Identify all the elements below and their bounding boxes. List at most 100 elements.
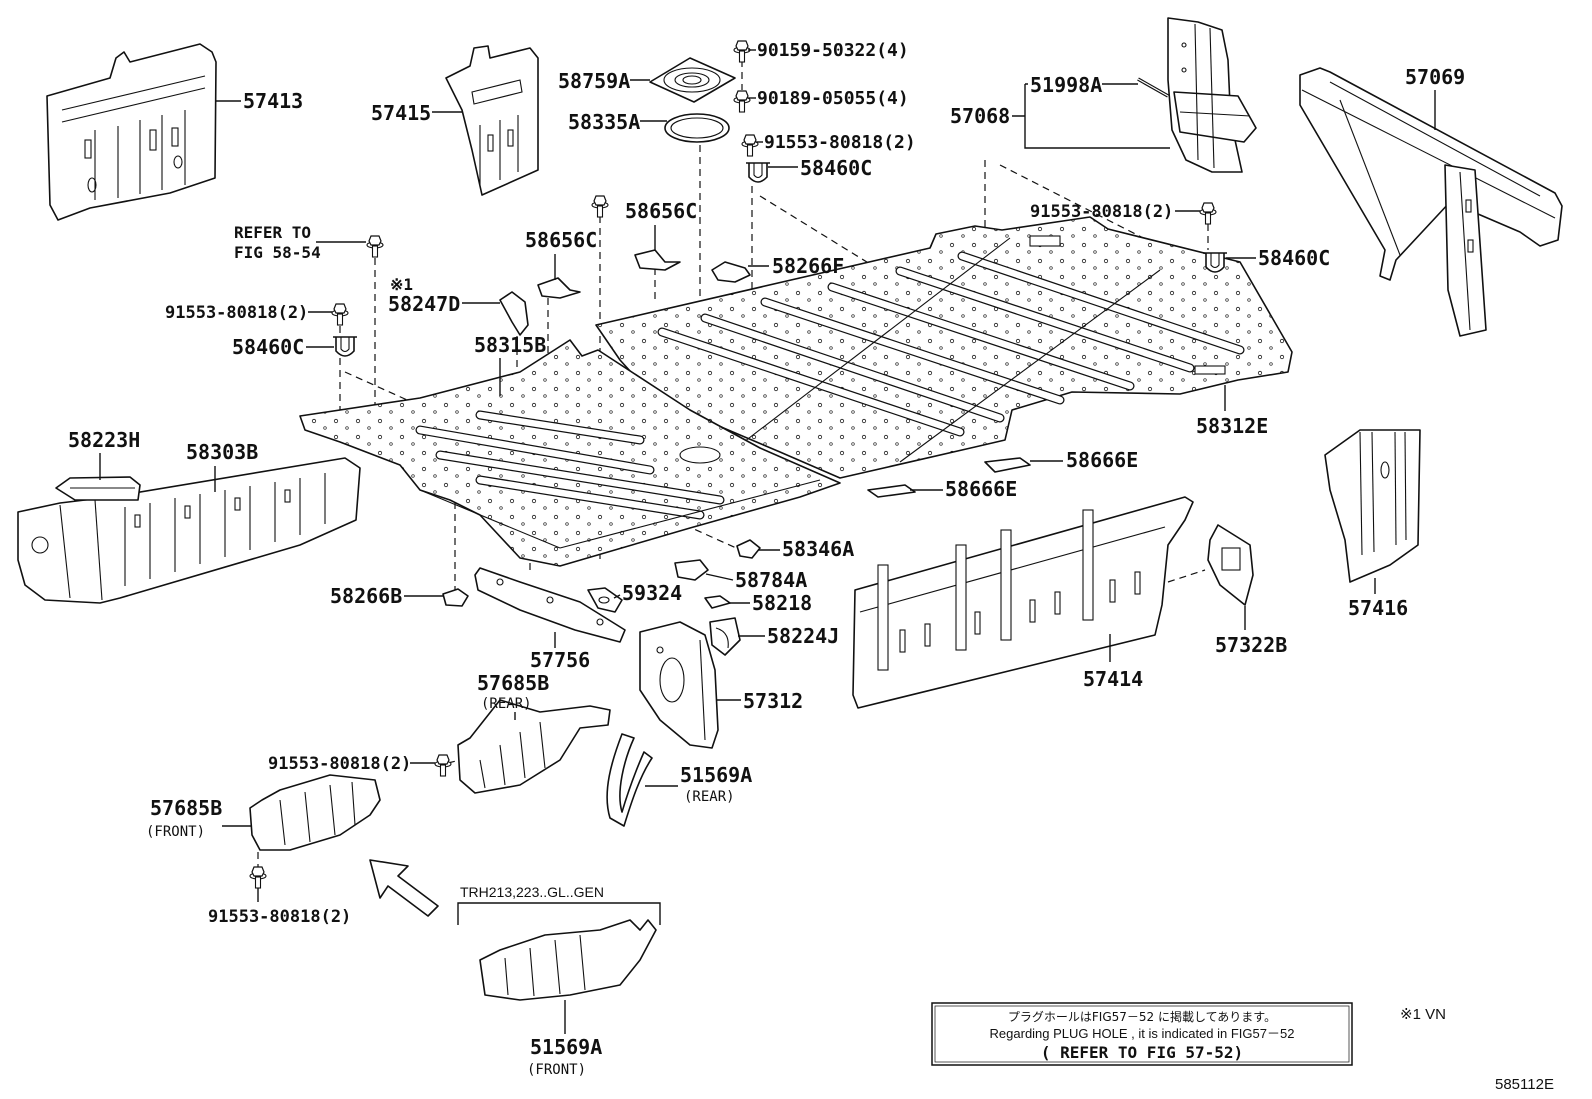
part-58335A-ring [664,113,730,143]
callout-labels: 57413 57415 58759A 58335A 90159-50322(4)… [68,40,1465,1078]
part-57068-pillar [1167,17,1257,173]
callout-57069[interactable]: 57069 [1405,65,1465,89]
callout-58460C-left[interactable]: 58460C [232,335,304,359]
part-58666E-bracket-lower [867,484,916,498]
bolt-icon-91553-rear-cover [434,754,452,777]
callout-57068[interactable]: 57068 [950,104,1010,128]
callout-58666E-lower[interactable]: 58666E [945,477,1017,501]
variant-group-label: TRH213,223..GL..GEN [460,884,604,900]
callout-51569A-rear-qualifier: (REAR) [684,789,735,805]
part-58315B-front-floor [299,339,841,567]
part-57414-panel [852,496,1194,709]
diagram-code: 585112E [1495,1076,1554,1093]
bolt-icon-91553-left [331,303,349,326]
footnote-vn: ※1 VN [1400,1006,1446,1023]
part-58759A-plate [649,57,736,103]
callout-57312[interactable]: 57312 [743,689,803,713]
part-58224J-bracket [709,617,741,656]
callout-57685B-front[interactable]: 57685B [150,796,222,820]
part-58223H-bracket [55,476,141,501]
part-58266B-bracket [442,588,469,607]
callout-90159-50322[interactable]: 90159-50322(4) [757,40,909,61]
callout-91553-80818-left[interactable]: 91553-80818(2) [165,303,308,323]
callout-58346A[interactable]: 58346A [782,537,854,561]
refer-fig-link[interactable]: FIG 58-54 [234,243,321,262]
part-57685B-rear-cover [457,699,611,794]
bolt-icon-90159 [733,40,751,63]
callout-58759A[interactable]: 58759A [558,69,630,93]
part-57416-panel [1324,429,1421,583]
callout-58315B[interactable]: 58315B [474,333,546,357]
callout-57414[interactable]: 57414 [1083,667,1143,691]
callout-51998A[interactable]: 51998A [1030,73,1102,97]
clip-icon-58460C-left [332,336,358,357]
notice-text-en: Regarding PLUG HOLE , it is indicated in… [990,1026,1295,1041]
callout-57756[interactable]: 57756 [530,648,590,672]
part-51998A-rod [1137,77,1169,98]
callout-58656C-upper[interactable]: 58656C [625,199,697,223]
part-58656C-bracket-upper [634,249,681,271]
callout-57685B-rear[interactable]: 57685B [477,671,549,695]
part-58247D-bracket [499,291,529,336]
callout-51569A-rear[interactable]: 51569A [680,763,752,787]
leader-lines [99,49,1436,1034]
callout-51569A-front-qualifier: (FRONT) [527,1062,586,1078]
part-57415-panel [445,45,539,196]
front-direction-arrow-icon [369,859,439,917]
part-58656C-bracket-left [537,277,581,299]
part-58266F-bracket [711,261,751,283]
bolt-icon-91553-top [741,134,759,157]
callout-58666E-upper[interactable]: 58666E [1066,448,1138,472]
notice-box: プラグホールはFIG57－52 に掲載してあります。 Regarding PLU… [931,1002,1353,1066]
callout-58784A[interactable]: 58784A [735,568,807,592]
callout-90189-05055[interactable]: 90189-05055(4) [757,88,909,109]
callout-58335A[interactable]: 58335A [568,110,640,134]
callout-58656C-left[interactable]: 58656C [525,228,597,252]
part-57413-panel [46,43,217,221]
callout-58223H[interactable]: 58223H [68,428,140,452]
callout-51569A-front[interactable]: 51569A [530,1035,602,1059]
callout-58266F[interactable]: 58266F [772,254,844,278]
callout-57685B-front-qualifier: (FRONT) [146,824,205,840]
callout-57416[interactable]: 57416 [1348,596,1408,620]
bolt-icon-91553-front-cover [249,866,267,889]
callout-58460C-top[interactable]: 58460C [800,156,872,180]
bolt-icon-floor [591,195,609,218]
part-57312-housing [639,621,719,749]
callout-57415[interactable]: 57415 [371,101,431,125]
callout-57322B[interactable]: 57322B [1215,633,1287,657]
callout-58218[interactable]: 58218 [752,591,812,615]
callout-58303B[interactable]: 58303B [186,440,258,464]
part-58666E-bracket-upper [984,457,1031,473]
callout-91553-80818-rear-cover[interactable]: 91553-80818(2) [268,754,411,774]
part-58218-piece [704,595,731,609]
part-57756-strip [474,567,626,643]
notice-text-ja: プラグホールはFIG57－52 に掲載してあります。 [1008,1009,1276,1024]
refer-line-1: REFER TO [234,223,311,242]
callout-57685B-rear-qualifier: (REAR) [481,696,532,712]
variant-bracket [457,902,661,925]
callout-58247D[interactable]: 58247D [388,292,460,316]
callout-58460C-right[interactable]: 58460C [1258,246,1330,270]
part-58784A-bracket [674,559,709,581]
part-51569A-front-cover [479,919,657,1001]
callout-91553-80818-top[interactable]: 91553-80818(2) [764,132,916,153]
part-59324-clamp [587,587,623,613]
callout-58312E[interactable]: 58312E [1196,414,1268,438]
part-51569A-rear-strap [606,733,653,827]
callout-91553-80818-right[interactable]: 91553-80818(2) [1030,202,1173,222]
bolt-icon-refer [366,235,384,258]
callout-91553-80818-front-cover[interactable]: 91553-80818(2) [208,907,351,927]
part-58312E-rear-floor [595,216,1293,479]
callout-58266B[interactable]: 58266B [330,584,402,608]
callout-58224J[interactable]: 58224J [767,624,839,648]
bolt-icon-91553-right [1199,202,1217,225]
part-58346A-bracket [736,539,761,559]
callout-57413[interactable]: 57413 [243,89,303,113]
part-57322B-bracket [1207,524,1254,606]
callout-59324[interactable]: 59324 [622,581,682,605]
notice-refer-link[interactable]: ( REFER TO FIG 57-52) [1041,1043,1243,1062]
part-57685B-front-cover [249,774,381,851]
bolt-icon-90189 [733,90,751,113]
